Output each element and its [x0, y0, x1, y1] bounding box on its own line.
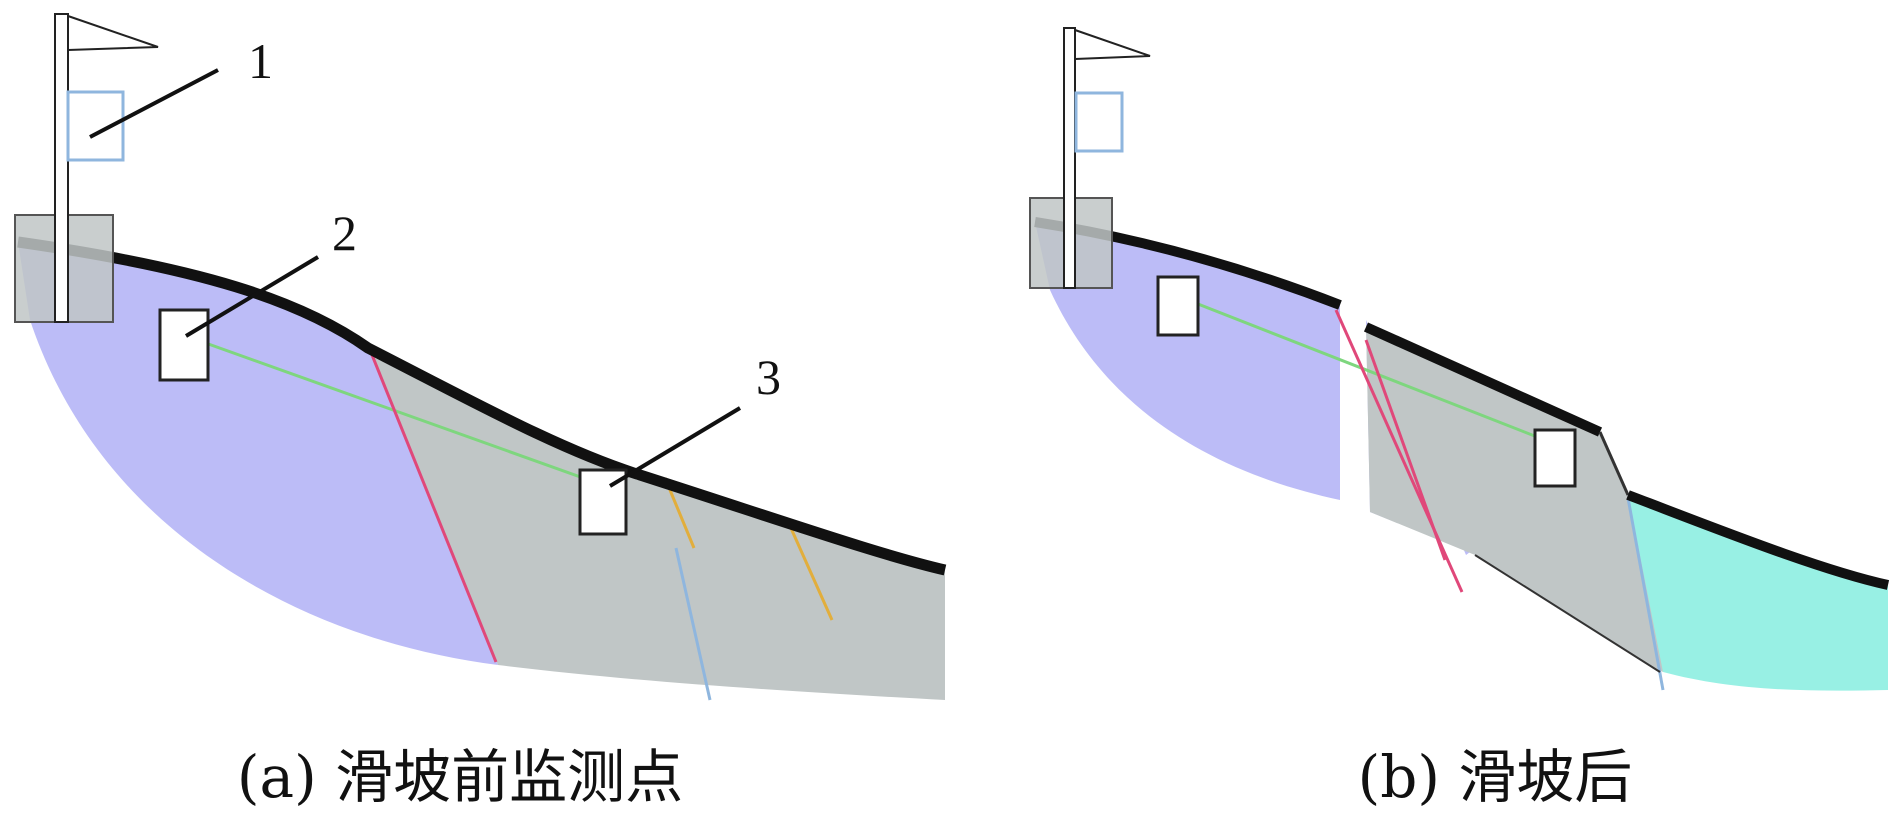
panel-a-sliding-body [18, 242, 498, 665]
panel-b-ground-line-middle [1363, 322, 1603, 437]
panel-b-flag [1074, 29, 1151, 60]
panel-a-flag [67, 15, 159, 51]
panel-b-flag-pole [1063, 27, 1076, 289]
panel-b-stable-mass [1366, 325, 1663, 672]
panel-a-flag-box [66, 90, 125, 162]
panel-b-slip-line-blue [1626, 497, 1665, 691]
panel-a-flag-pole [54, 13, 69, 323]
panel-a-slip-line-blue [674, 547, 712, 701]
panel-b-ground-line-lower [1626, 490, 1890, 590]
panel-b-flag-box [1074, 91, 1124, 153]
panel-a-leader-3 [608, 406, 742, 488]
panel-a-leader-2 [184, 255, 320, 338]
panel-b-monitor-point-3 [1533, 428, 1577, 488]
panel-a-before-landslide: 1 2 3 [14, 13, 947, 701]
panel-b-scarp-line [1598, 431, 1630, 496]
panel-a-slip-line-red [366, 344, 498, 663]
panel-a-stable-mass [368, 348, 945, 700]
panel-a-label-1: 1 [248, 33, 273, 89]
caption-panel-a: (a) 滑坡前监测点 [236, 743, 684, 811]
caption-panel-b: (b) 滑坡后 [1357, 743, 1633, 811]
panel-b-displaced-mass [1628, 495, 1888, 691]
panel-b-monitor-point-2 [1156, 275, 1200, 337]
panel-a-label-2: 2 [332, 205, 357, 261]
panel-b-after-landslide [1029, 27, 1890, 691]
panel-b-shear-line [1474, 554, 1661, 673]
panel-b-slip-line-red-2 [1364, 339, 1447, 561]
panel-a-label-3: 3 [756, 349, 781, 405]
panel-a-leader-1 [89, 68, 219, 139]
panel-a-monitor-point-2 [158, 308, 210, 382]
panel-a-ground-line [17, 236, 947, 576]
panel-a-slip-line-orange-2 [788, 525, 834, 621]
panel-b-sliding-body-upper [1035, 222, 1340, 500]
